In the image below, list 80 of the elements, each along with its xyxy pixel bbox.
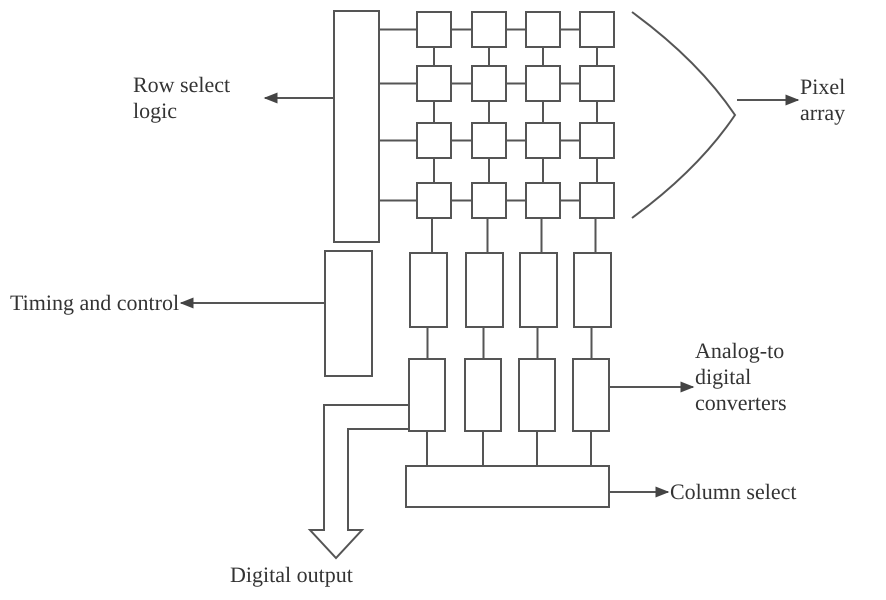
pixel-cell <box>525 11 561 48</box>
connector-line <box>452 140 471 142</box>
block-label: Timing and control <box>10 290 180 316</box>
pixel-cell <box>579 65 615 102</box>
connector-line <box>561 200 579 202</box>
connector-line <box>542 102 544 122</box>
column-circuit-block <box>409 252 448 328</box>
connector-line <box>380 82 416 84</box>
pixel-cell <box>525 182 561 219</box>
arrow <box>737 94 800 106</box>
column-select-block <box>405 465 610 508</box>
connector-line <box>380 200 416 202</box>
connector-line <box>433 102 435 122</box>
pixel-cell <box>416 65 452 102</box>
pixel-cell <box>579 11 615 48</box>
block-label: Column select <box>670 479 796 505</box>
timing-block <box>324 250 373 377</box>
connector-line <box>380 28 416 30</box>
connector-line <box>380 140 416 142</box>
block-label: Digital output <box>230 562 353 588</box>
connector-line <box>507 140 525 142</box>
connector-line <box>452 28 471 30</box>
connector-line <box>542 48 544 65</box>
connector-line <box>596 159 598 182</box>
arrow <box>610 486 670 498</box>
connector-line <box>482 328 484 358</box>
connector-line <box>426 328 428 358</box>
pixel-cell <box>579 122 615 159</box>
block-arrow <box>308 404 411 560</box>
connector-line <box>482 432 484 465</box>
connector-line <box>507 28 525 30</box>
connector-line <box>536 328 538 358</box>
arrow <box>264 92 333 104</box>
connector-line <box>536 432 538 465</box>
connector-line <box>433 159 435 182</box>
connector-line <box>590 432 592 465</box>
pixel-cell <box>471 122 507 159</box>
pixel-cell <box>471 182 507 219</box>
pixel-cell <box>471 11 507 48</box>
adc-block <box>464 358 502 432</box>
row-select-block <box>333 10 380 243</box>
pixel-cell <box>471 65 507 102</box>
connector-line <box>561 82 579 84</box>
block-label: Row select logic <box>133 72 263 124</box>
connector-line <box>507 82 525 84</box>
column-circuit-block <box>519 252 558 328</box>
connector-line <box>426 432 428 465</box>
connector-line <box>561 28 579 30</box>
arrow <box>180 297 324 309</box>
connector-line <box>596 48 598 65</box>
arrow <box>610 381 694 393</box>
pixel-cell <box>416 11 452 48</box>
connector-line <box>590 328 592 358</box>
adc-block <box>572 358 610 432</box>
pixel-cell <box>416 182 452 219</box>
pixel-cell <box>579 182 615 219</box>
connector-line <box>431 219 433 252</box>
connector-line <box>488 159 490 182</box>
connector-line <box>507 200 525 202</box>
connector-line <box>561 140 579 142</box>
connector-line <box>486 219 488 252</box>
connector-line <box>540 219 542 252</box>
adc-block <box>408 358 446 432</box>
connector-line <box>488 102 490 122</box>
column-circuit-block <box>465 252 504 328</box>
block-label: Pixel array <box>800 74 870 126</box>
pixel-cell <box>525 65 561 102</box>
adc-block <box>518 358 556 432</box>
pixel-cell <box>525 122 561 159</box>
bracket <box>630 10 737 220</box>
connector-line <box>594 219 596 252</box>
connector-line <box>596 102 598 122</box>
column-circuit-block <box>573 252 612 328</box>
block-label: Analog-to digital converters <box>695 338 805 416</box>
connector-line <box>452 200 471 202</box>
connector-line <box>542 159 544 182</box>
connector-line <box>488 48 490 65</box>
connector-line <box>433 48 435 65</box>
pixel-cell <box>416 122 452 159</box>
connector-line <box>452 82 471 84</box>
